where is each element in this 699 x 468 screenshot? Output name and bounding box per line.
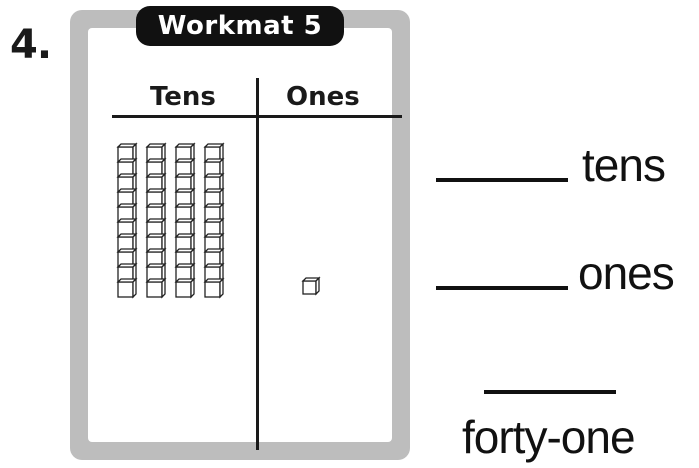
ones-cubes — [301, 276, 321, 296]
ones-answer-blank[interactable] — [436, 286, 568, 290]
workmat-board: Tens Ones — [88, 28, 402, 450]
workmat-frame: Tens Ones Workmat 5 — [70, 6, 410, 460]
tens-rod — [116, 142, 138, 299]
ones-column-header: Ones — [286, 82, 360, 112]
tens-rod — [203, 142, 225, 299]
tens-answer-label: tens — [582, 139, 666, 191]
problem-number: 4. — [10, 22, 52, 68]
word-name-label: forty-one — [462, 411, 636, 463]
tens-rod — [145, 142, 167, 299]
ones-answer-label: ones — [578, 247, 675, 299]
tens-column-header: Tens — [150, 82, 216, 112]
ones-cube — [301, 276, 321, 296]
tens-rod — [174, 142, 196, 299]
tens-answer-blank[interactable] — [436, 178, 568, 182]
workmat-title: Workmat 5 — [136, 6, 344, 46]
column-divider — [256, 78, 259, 450]
number-answer-blank[interactable] — [484, 390, 616, 394]
tens-rods — [116, 142, 225, 299]
